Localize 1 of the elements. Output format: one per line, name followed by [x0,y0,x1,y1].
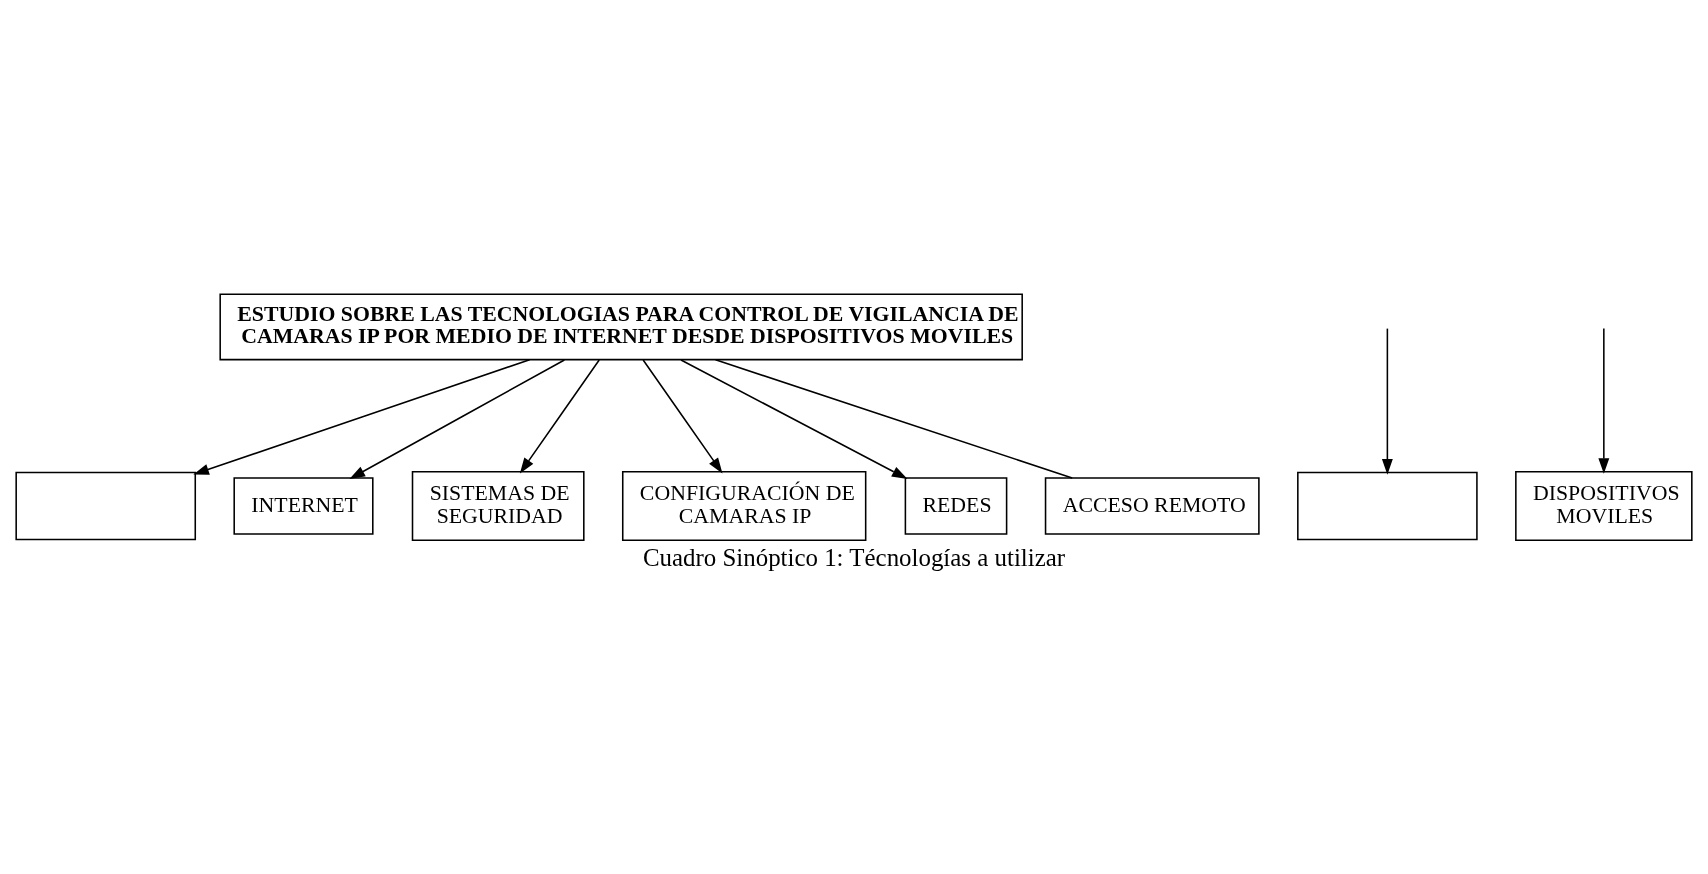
caption: Cuadro Sinóptico 1: Técnologías a utilizar [642,543,1066,571]
